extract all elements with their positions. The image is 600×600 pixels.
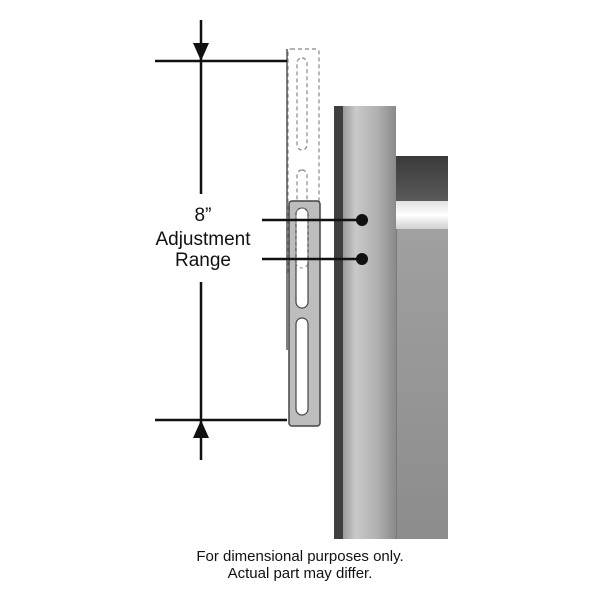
fastener-upper	[262, 214, 368, 226]
wall-panel	[393, 156, 448, 539]
dimension-arrow-bottom	[193, 420, 209, 438]
dimension-value: 8”	[195, 205, 212, 226]
dimension-arrow-top	[193, 43, 209, 61]
dimension-label-line1: Adjustment	[155, 229, 251, 250]
footnote-line2: Actual part may differ.	[227, 565, 373, 582]
bracket-lower-position	[288, 200, 321, 427]
vertical-post	[334, 106, 396, 539]
dimension-label-line2: Range	[175, 250, 231, 271]
fastener-lower	[262, 253, 368, 265]
footnote-line1: For dimensional purposes only.	[196, 548, 404, 565]
